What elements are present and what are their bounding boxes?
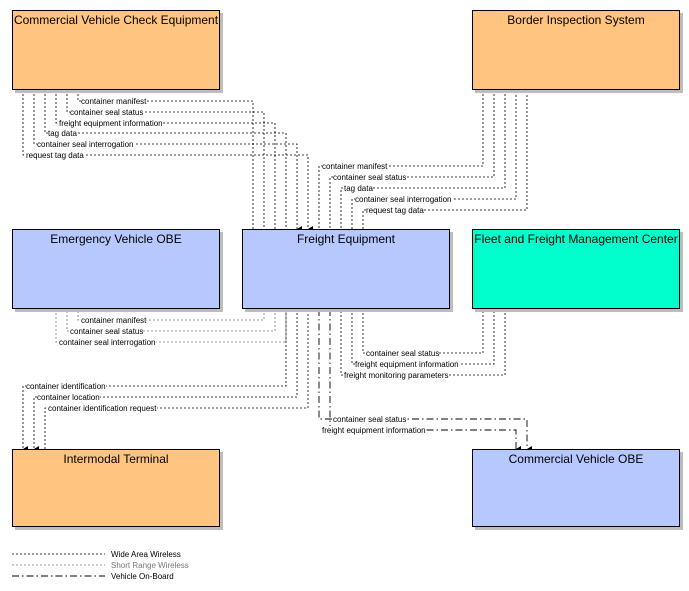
node-intermodal-terminal[interactable]: Intermodal Terminal	[12, 449, 220, 527]
flow-cvce-manifest	[77, 87, 254, 229]
flow-cvce-tag-data	[44, 87, 287, 229]
flow-label: tag data	[344, 184, 373, 193]
node-emergency-vehicle-obe[interactable]: Emergency Vehicle OBE	[12, 229, 220, 309]
node-label: Fleet and Freight Management Center	[474, 232, 678, 246]
flow-terminal-location	[33, 309, 298, 452]
flow-label: container manifest	[81, 316, 147, 325]
flow-label: freight monitoring parameters	[344, 371, 449, 380]
flow-label: container seal interrogation	[355, 195, 452, 204]
flow-label: container seal status	[333, 415, 407, 424]
flow-label: container seal status	[366, 349, 440, 358]
flow-label: container identification request	[48, 404, 157, 413]
legend-vob-label: Vehicle On-Board	[111, 572, 174, 581]
flow-border-manifest	[318, 87, 488, 229]
flow-cvce-seal-interrogation	[33, 90, 302, 232]
flow-cvce-request-tag	[22, 90, 313, 232]
flow-label: container seal status	[70, 108, 144, 117]
node-label: Intermodal Terminal	[63, 452, 169, 466]
flow-label: container seal interrogation	[59, 338, 156, 347]
flow-label: request tag data	[26, 151, 84, 160]
flow-ffmc-seal-status	[362, 306, 484, 354]
flow-evobe-manifest	[73, 306, 265, 321]
node-fleet-freight-management-center[interactable]: Fleet and Freight Management Center	[472, 229, 680, 309]
flow-label: freight equipment information	[322, 426, 426, 435]
node-label: Emergency Vehicle OBE	[50, 232, 182, 246]
flow-label: container seal interrogation	[37, 140, 134, 149]
node-freight-equipment[interactable]: Freight Equipment	[242, 229, 450, 309]
flow-label: container location	[37, 393, 100, 402]
legend-wide-label: Wide Area Wireless	[111, 550, 181, 559]
flow-evobe-seal-status	[62, 306, 276, 332]
flow-cvobe-seal-status	[318, 309, 532, 452]
flow-label: container identification	[26, 382, 106, 391]
node-commercial-vehicle-check-equipment[interactable]: Commercial Vehicle Check Equipment	[12, 10, 220, 90]
flow-border-tag-data	[340, 87, 510, 229]
flow-label: container manifest	[81, 97, 147, 106]
flow-border-request-tag	[362, 87, 528, 229]
flow-label: tag data	[48, 129, 77, 138]
flow-cvce-freight-info	[55, 87, 276, 229]
node-label: Commercial Vehicle OBE	[508, 452, 644, 466]
flow-label: freight equipment information	[355, 360, 459, 369]
node-border-inspection-system[interactable]: Border Inspection System	[472, 10, 680, 90]
flow-terminal-identification	[22, 309, 287, 452]
node-label: Freight Equipment	[296, 232, 396, 246]
flow-cvce-seal-status	[66, 87, 265, 229]
flow-label: container manifest	[322, 162, 388, 171]
flow-label: request tag data	[366, 206, 424, 215]
flow-label: freight equipment information	[59, 119, 163, 128]
flow-terminal-identification-request	[44, 306, 309, 449]
node-commercial-vehicle-obe[interactable]: Commercial Vehicle OBE	[472, 449, 680, 527]
flow-border-seal-status	[329, 87, 499, 229]
flow-label: container seal status	[333, 173, 407, 182]
flow-label: container seal status	[70, 327, 144, 336]
legend-short-label: Short Range Wireless	[111, 561, 189, 570]
node-label: Border Inspection System	[507, 13, 645, 27]
node-label: Commercial Vehicle Check Equipment	[13, 13, 219, 27]
flow-evobe-seal-interrogation	[55, 306, 287, 343]
